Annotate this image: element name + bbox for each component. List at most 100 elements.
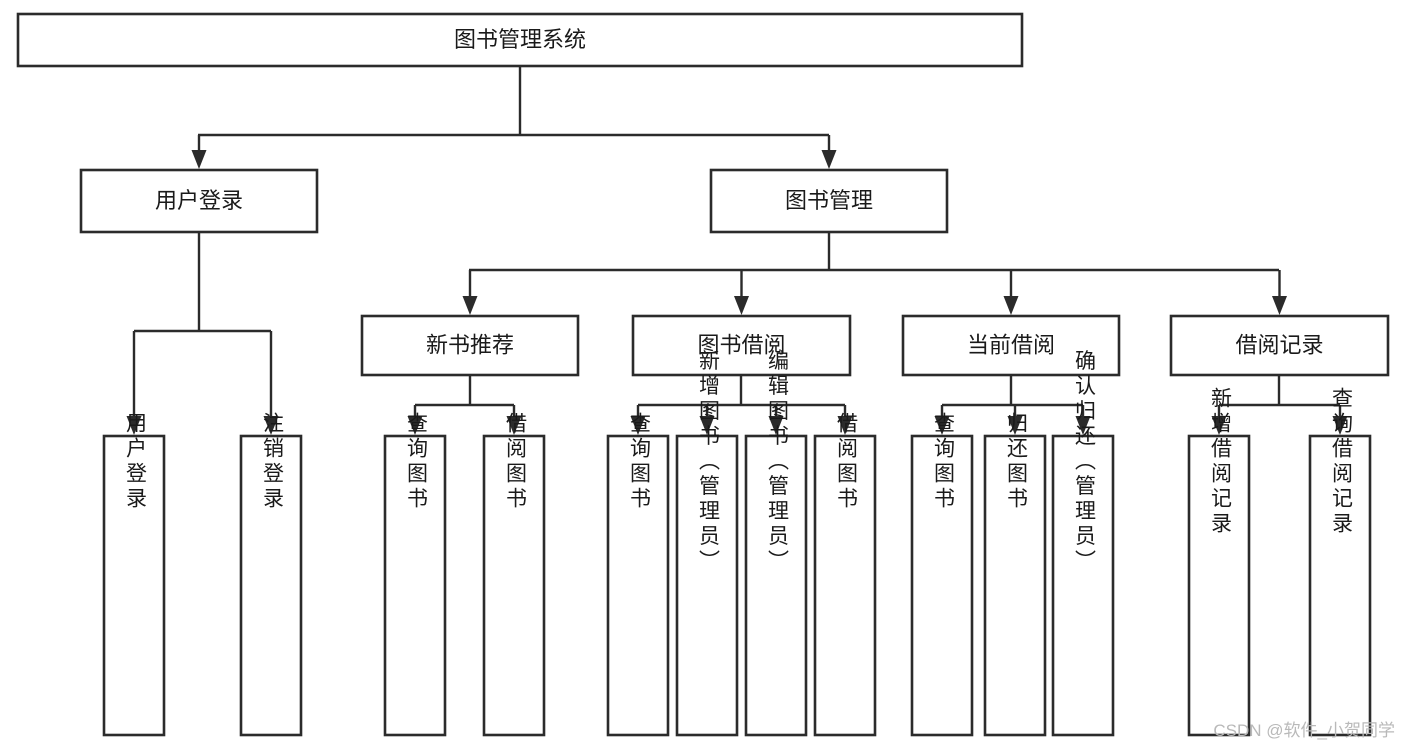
node-box-leaf-add-borrow-record [1187,434,1251,737]
arrow-head-icon [407,416,423,435]
connector-bus-book-borrow [638,375,845,407]
connector-drop-leaf-borrow-book [837,405,853,435]
node-label-leaf-confirm-return-admin: 确认归还（管理员） [1072,350,1096,575]
node-box-user-login [79,168,319,234]
node-borrow-records[interactable]: 借阅记录 [1169,314,1390,377]
arrow-head-icon [506,416,522,435]
node-label-root: 图书管理系统 [454,27,586,52]
node-label-leaf-query-book-current: 查询图书 [931,412,955,512]
node-label-leaf-user-login: 用户登录 [123,412,147,512]
connector-drop-leaf-query-book-borrow [630,405,646,435]
arrow-head-icon [462,296,478,315]
node-leaf-edit-book-admin[interactable]: 编辑图书（管理员） [744,350,808,737]
connector-drop-leaf-add-book-admin [699,405,715,435]
node-box-leaf-confirm-return-admin [1051,434,1115,737]
node-label-leaf-add-book-admin: 新增图书（管理员） [696,350,720,575]
node-new-book-recommend[interactable]: 新书推荐 [360,314,580,377]
arrow-head-icon [837,416,853,435]
connector-drop-leaf-query-borrow-record [1332,405,1348,435]
connector-drop-leaf-confirm-return-admin [1075,405,1091,435]
arrow-head-icon [734,296,749,315]
node-box-leaf-add-book-admin [675,434,739,737]
node-root[interactable]: 图书管理系统 [16,12,1024,68]
node-leaf-query-book-current[interactable]: 查询图书 [910,412,974,737]
node-current-borrow[interactable]: 当前借阅 [901,314,1121,377]
node-user-login[interactable]: 用户登录 [79,168,319,234]
node-box-current-borrow [901,314,1121,377]
node-box-new-book-recommend [360,314,580,377]
connector-bus-current-borrow [942,375,1083,407]
connector-bus-borrow-records [1219,375,1340,407]
connector-drop-leaf-add-borrow-record [1211,405,1227,435]
connector-drop-user-login [191,135,207,169]
node-box-root [16,12,1024,68]
connector-drop-leaf-query-book-recommend [407,405,423,435]
node-box-leaf-query-borrow-record [1308,434,1372,737]
node-leaf-borrow-book[interactable]: 借阅图书 [813,412,877,737]
connector-drop-leaf-user-login [126,331,142,435]
arrow-head-icon [1272,296,1287,315]
node-label-leaf-query-book-recommend: 查询图书 [404,412,428,512]
node-leaf-confirm-return-admin[interactable]: 确认归还（管理员） [1051,350,1115,737]
connector-drop-leaf-borrow-book-recommend [506,405,522,435]
node-label-new-book-recommend: 新书推荐 [426,332,514,357]
arrow-head-icon [934,416,950,435]
node-leaf-user-login[interactable]: 用户登录 [102,412,166,737]
arrow-head-icon [1075,416,1091,435]
arrow-head-icon [263,416,279,435]
node-leaf-return-book[interactable]: 归还图书 [983,412,1047,737]
node-leaf-query-book-recommend[interactable]: 查询图书 [383,412,447,737]
arrow-head-icon [126,416,142,435]
connector-bus-root [198,66,829,137]
node-box-leaf-borrow-book [813,434,877,737]
connector-drop-book-borrow [734,270,749,315]
node-leaf-add-borrow-record[interactable]: 新增借阅记录 [1187,387,1251,737]
node-label-leaf-borrow-book: 借阅图书 [834,412,858,512]
node-box-leaf-return-book [983,434,1047,737]
node-label-user-login: 用户登录 [155,188,243,213]
node-leaf-query-book-borrow[interactable]: 查询图书 [606,412,670,737]
node-box-leaf-user-login [102,434,166,737]
arrow-head-icon [699,416,715,435]
connector-drop-current-borrow [1003,270,1019,315]
arrow-head-icon [1211,416,1227,435]
node-box-book-borrow [631,314,852,377]
node-label-book-management: 图书管理 [785,188,873,213]
node-label-leaf-return-book: 归还图书 [1004,412,1028,512]
connector-drop-book-management [821,135,837,169]
connector-drop-new-book-recommend [462,270,478,315]
connector-drop-leaf-return-book [1007,405,1023,435]
arrow-head-icon [1007,416,1023,435]
node-leaf-add-book-admin[interactable]: 新增图书（管理员） [675,350,739,737]
node-label-leaf-query-book-borrow: 查询图书 [627,412,651,512]
node-leaf-logout-login[interactable]: 注销登录 [239,412,303,737]
node-label-borrow-records: 借阅记录 [1235,332,1323,357]
node-box-leaf-query-book-recommend [383,434,447,737]
connector-drop-leaf-edit-book-admin [768,405,784,435]
node-box-leaf-borrow-book-recommend [482,434,546,737]
node-label-current-borrow: 当前借阅 [967,332,1055,357]
node-book-management[interactable]: 图书管理 [709,168,949,234]
node-label-leaf-add-borrow-record: 新增借阅记录 [1208,387,1232,537]
node-book-borrow[interactable]: 图书借阅 [631,314,852,377]
connector-bus-new-book-recommend [415,375,514,407]
node-box-book-management [709,168,949,234]
node-leaf-query-borrow-record[interactable]: 查询借阅记录 [1308,387,1372,737]
node-label-book-borrow: 图书借阅 [697,332,785,357]
arrow-head-icon [1003,296,1019,315]
connectors-layer [126,66,1348,435]
node-box-leaf-edit-book-admin [744,434,808,737]
csdn-watermark: CSDN @软件_小贺同学 [1213,721,1395,740]
connector-drop-borrow-records [1272,270,1287,315]
node-label-leaf-logout-login: 注销登录 [260,412,284,512]
node-label-leaf-edit-book-admin: 编辑图书（管理员） [765,350,789,575]
node-box-leaf-query-book-current [910,434,974,737]
nodes-layer: 图书管理系统用户登录图书管理新书推荐图书借阅当前借阅借阅记录用户登录注销登录查询… [16,12,1390,737]
node-leaf-borrow-book-recommend[interactable]: 借阅图书 [482,412,546,737]
arrow-head-icon [191,150,207,169]
node-box-leaf-logout-login [239,434,303,737]
connector-drop-leaf-logout-login [263,331,279,435]
node-label-leaf-borrow-book-recommend: 借阅图书 [503,412,527,512]
arrow-head-icon [1332,416,1348,435]
